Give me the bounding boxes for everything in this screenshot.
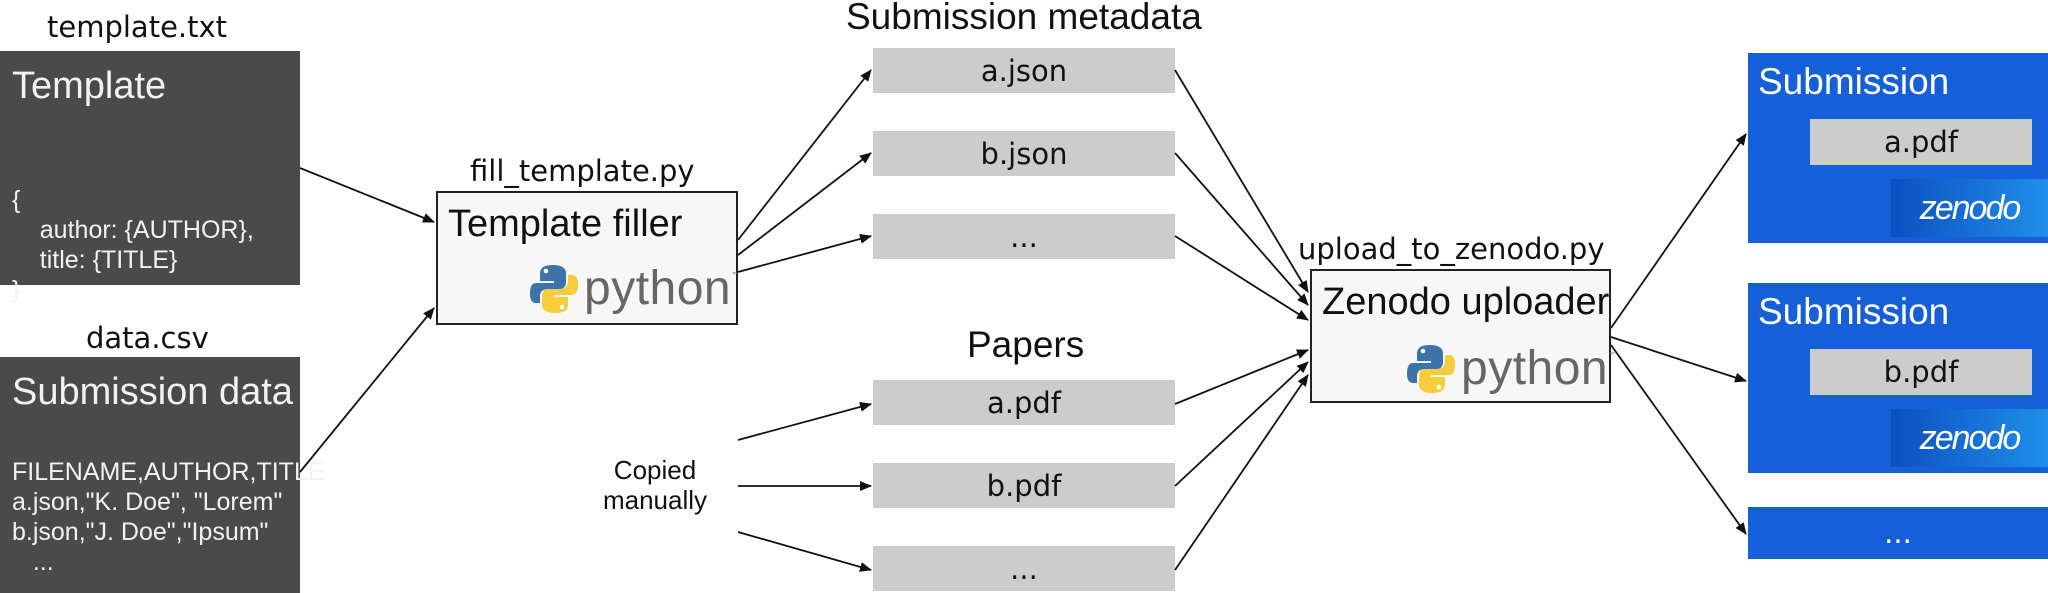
template-body: { author: {AUTHOR}, title: {TITLE} }: [12, 186, 254, 304]
arrow-uploader-to-submission-a: [1610, 133, 1747, 329]
zenodo-uploader-box: Zenodo uploader python ™: [1310, 269, 1616, 403]
python-logo-icon: [530, 264, 578, 313]
submission-label: Submission: [1758, 291, 1950, 332]
arrow-note-to-a-pdf: [737, 402, 872, 441]
python-logo: python ™: [1407, 341, 1616, 396]
zenodo-uploader-title: Zenodo uploader: [1322, 281, 1610, 323]
copied-manually-note: Copied manually: [590, 455, 720, 515]
upload-script: upload_to_zenodo.py: [1298, 232, 1605, 266]
submission-data-box: Submission data FILENAME,AUTHOR,TITLE a.…: [0, 357, 325, 593]
arrow-data-to-filler: [299, 307, 435, 473]
papers-heading: Papers: [967, 324, 1085, 365]
paper-file-more: ...: [873, 546, 1175, 591]
zenodo-logo-icon: zenodo: [1891, 409, 2048, 467]
arrow-filler-to-a-json: [737, 69, 872, 241]
python-trademark: ™: [1608, 351, 1617, 360]
template-filler-box: Template filler python ™: [436, 191, 739, 325]
submission-card-a: Submission a.pdf zenodo: [1748, 53, 2048, 243]
note-line-2: manually: [602, 485, 708, 515]
submission-file-a: a.pdf: [1810, 119, 2032, 165]
submission-data-body: FILENAME,AUTHOR,TITLE a.json,"K. Doe", "…: [12, 458, 325, 576]
arrow-filler-to-b-json: [737, 152, 872, 256]
paper-file-a: a.pdf: [873, 380, 1175, 425]
submission-file-b: b.pdf: [1810, 349, 2032, 395]
arrow-a-json-to-uploader: [1174, 69, 1309, 293]
template-filler-title: Template filler: [448, 203, 683, 245]
submission-more: ...: [1748, 507, 2048, 559]
zenodo-logo-icon: zenodo: [1891, 179, 2048, 237]
arrow-note-to-more-pdf: [737, 531, 872, 572]
python-logo-text: python: [584, 262, 732, 315]
python-logo-text: python: [1461, 342, 1609, 395]
python-logo-icon: [1407, 344, 1455, 393]
submission-label: Submission: [1758, 61, 1950, 102]
fill-template-script: fill_template.py: [470, 154, 695, 188]
metadata-file-b: b.json: [873, 131, 1175, 176]
template-title: Template: [12, 65, 167, 107]
arrow-uploader-to-more: [1610, 344, 1747, 535]
metadata-heading: Submission metadata: [846, 0, 1202, 37]
submission-data-title: Submission data: [12, 371, 293, 413]
python-trademark: ™: [731, 271, 740, 280]
arrow-b-pdf-to-uploader: [1174, 361, 1309, 487]
arrow-filler-to-more-json: [737, 234, 872, 273]
metadata-file-a: a.json: [873, 48, 1175, 93]
arrow-b-json-to-uploader: [1174, 152, 1309, 306]
submission-card-b: Submission b.pdf zenodo: [1748, 283, 2048, 473]
template-box: Template { author: {AUTHOR}, title: {TIT…: [0, 51, 300, 304]
metadata-file-more: ...: [873, 214, 1175, 259]
arrow-template-to-filler: [299, 167, 435, 223]
note-line-1: Copied: [613, 455, 697, 485]
paper-file-b: b.pdf: [873, 463, 1175, 508]
python-logo: python ™: [530, 261, 739, 316]
data-filename: data.csv: [86, 321, 209, 355]
arrow-a-pdf-to-uploader: [1174, 349, 1309, 405]
arrow-uploader-to-submission-b: [1610, 336, 1747, 383]
template-filename: template.txt: [47, 10, 228, 44]
arrow-more-json-to-uploader: [1174, 235, 1309, 321]
arrow-more-pdf-to-uploader: [1174, 374, 1309, 571]
